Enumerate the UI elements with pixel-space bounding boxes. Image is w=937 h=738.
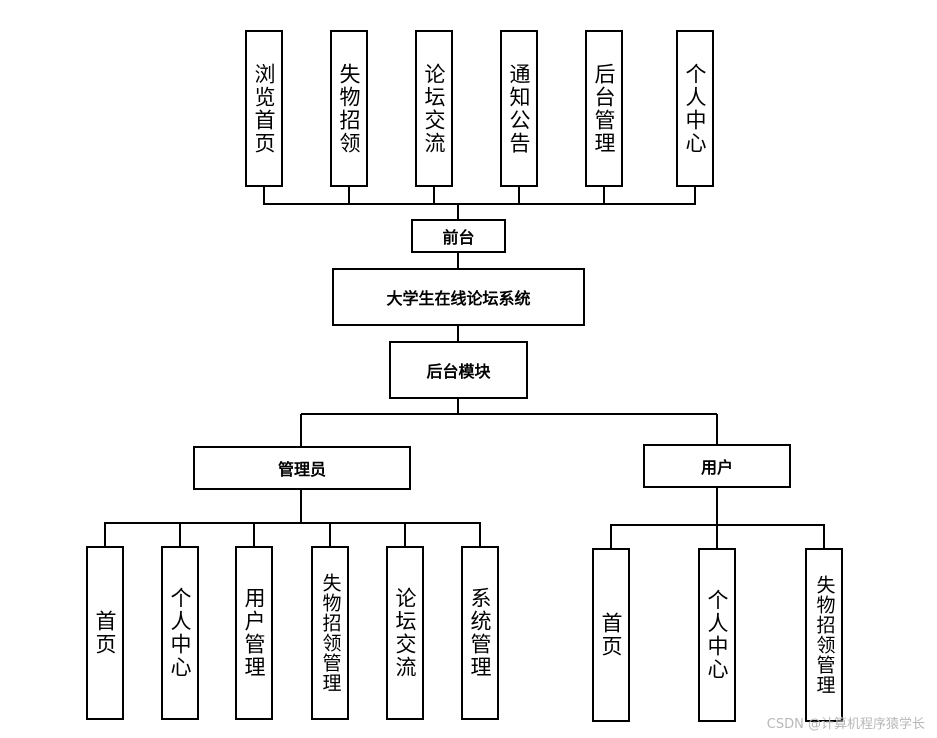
- user-module-label: 个人中心: [705, 589, 729, 681]
- admin-module-forum: 论坛交流: [386, 546, 424, 720]
- admin-module-system-management: 系统管理: [461, 546, 499, 720]
- admin-module-home: 首页: [86, 546, 124, 720]
- admin-module-personal-center: 个人中心: [161, 546, 199, 720]
- frontend-node: 前台: [411, 219, 506, 253]
- admin-module-label: 论坛交流: [393, 587, 417, 679]
- user-module-lost-found-management: 失物招领管理: [805, 548, 843, 722]
- frontend-module-backend-admin: 后台管理: [585, 30, 623, 187]
- frontend-module-label: 个人中心: [683, 62, 707, 155]
- frontend-module-label: 浏览首页: [252, 62, 276, 155]
- frontend-module-notice: 通知公告: [500, 30, 538, 187]
- user-module-label: 失物招领管理: [813, 575, 836, 695]
- frontend-module-personal-center: 个人中心: [676, 30, 714, 187]
- frontend-module-lost-found: 失物招领: [330, 30, 368, 187]
- admin-module-lost-found-management: 失物招领管理: [311, 546, 349, 720]
- user-node: 用户: [643, 444, 791, 488]
- backend-node: 后台模块: [389, 341, 528, 399]
- system-node: 大学生在线论坛系统: [332, 268, 585, 326]
- frontend-module-label: 论坛交流: [422, 62, 446, 155]
- user-node-label: 用户: [700, 458, 733, 477]
- admin-node-label: 管理员: [277, 460, 326, 479]
- frontend-module-label: 通知公告: [507, 62, 531, 155]
- admin-module-label: 系统管理: [468, 587, 492, 679]
- user-module-label: 首页: [599, 612, 623, 658]
- admin-node: 管理员: [193, 446, 411, 490]
- frontend-module-label: 后台管理: [592, 62, 616, 155]
- frontend-module-forum: 论坛交流: [415, 30, 453, 187]
- watermark-text: CSDN @计算机程序猿学长: [766, 717, 925, 732]
- admin-module-label: 用户管理: [242, 587, 266, 679]
- admin-module-label: 个人中心: [168, 587, 192, 679]
- frontend-module-browse-home: 浏览首页: [245, 30, 283, 187]
- frontend-node-label: 前台: [442, 228, 475, 247]
- frontend-module-label: 失物招领: [337, 62, 361, 155]
- user-module-home: 首页: [592, 548, 630, 722]
- backend-node-label: 后台模块: [426, 362, 491, 381]
- admin-module-label: 失物招领管理: [319, 573, 342, 693]
- user-module-personal-center: 个人中心: [698, 548, 736, 722]
- admin-module-user-management: 用户管理: [235, 546, 273, 720]
- admin-module-label: 首页: [93, 610, 117, 656]
- system-node-label: 大学生在线论坛系统: [386, 289, 531, 308]
